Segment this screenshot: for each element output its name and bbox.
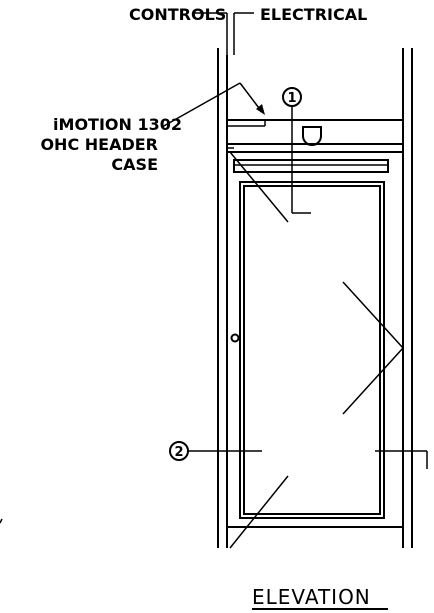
edge-tick (0, 518, 3, 524)
view-title: ELEVATION (252, 585, 371, 609)
controls-leader (195, 12, 228, 55)
callout-1-number: 1 (287, 91, 296, 106)
arrowhead-icon (256, 104, 265, 115)
transom-stop (233, 159, 389, 173)
left-jamb (217, 48, 228, 548)
header-case-label-line3: CASE (111, 155, 158, 174)
door-panel (227, 181, 403, 528)
swing-lines (229, 151, 404, 549)
callout-2: 2 (169, 441, 428, 469)
right-jamb (402, 48, 413, 548)
header-lock-symbol (302, 126, 322, 146)
header-case-label-line1: iMOTION 1302 (53, 115, 182, 134)
door-handle (230, 333, 240, 343)
callout-1: 1 (282, 87, 311, 214)
controls-label: CONTROLS (129, 5, 226, 24)
header-case-label-line2: OHC HEADER (40, 135, 158, 154)
electrical-label: ELECTRICAL (260, 5, 367, 24)
header-case (227, 119, 403, 153)
electrical-leader (233, 12, 254, 55)
callout-2-number: 2 (174, 445, 183, 460)
